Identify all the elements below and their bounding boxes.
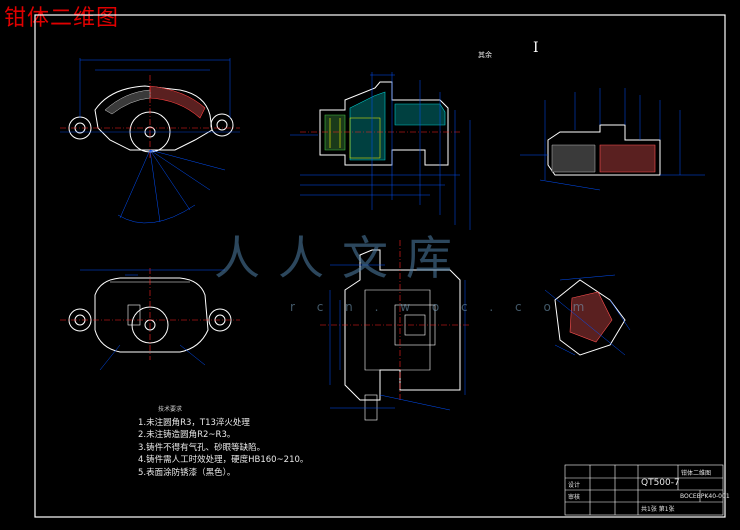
page-title: 钳体二维图 <box>4 6 120 31</box>
watermark-url: r c n . w o c . c o m <box>290 300 594 314</box>
caliper-front-view <box>320 240 470 421</box>
technical-note: 4.铸件需人工时效处理，硬度HB160~210。 <box>138 455 309 465</box>
caliper-section-view <box>290 72 471 230</box>
technical-note: 5.表面涂防锈漆（黑色）。 <box>138 467 236 478</box>
detail-view-bottom-right <box>544 274 631 356</box>
caliper-bottom-view <box>60 268 240 371</box>
title-block-design-label: 设计 <box>568 482 581 489</box>
watermark-text: 人人文库 <box>214 231 470 285</box>
detail-view-top-right <box>520 88 705 191</box>
title-block <box>564 464 724 516</box>
technical-note: 1.未注圆角R3，T13淬火处理 <box>138 417 250 428</box>
technical-notes-header: 技术要求 <box>158 406 183 413</box>
title-block-check-label: 审核 <box>568 494 581 501</box>
title-block-sheet-info: 共1张 第1张 <box>641 506 675 513</box>
title-block-part-name: 钳体二维图 <box>681 470 712 477</box>
technical-note: 3.铸件不得有气孔、砂眼等缺陷。 <box>138 442 266 453</box>
technical-notes: 技术要求 1.未注圆角R3，T13淬火处理 2.未注铸造圆角R2~R3。 3.铸… <box>138 404 308 479</box>
title-block-drawing-no: BOCEBPK40-001 <box>680 493 730 500</box>
title-block-material: QT500-7 <box>641 478 680 488</box>
view-marker: I <box>533 40 539 56</box>
technical-note: 2.未注铸造圆角R2~R3。 <box>138 430 236 440</box>
drawing-border <box>34 14 726 518</box>
caliper-top-view <box>60 58 240 224</box>
roughness-note: 其余 <box>478 51 492 59</box>
